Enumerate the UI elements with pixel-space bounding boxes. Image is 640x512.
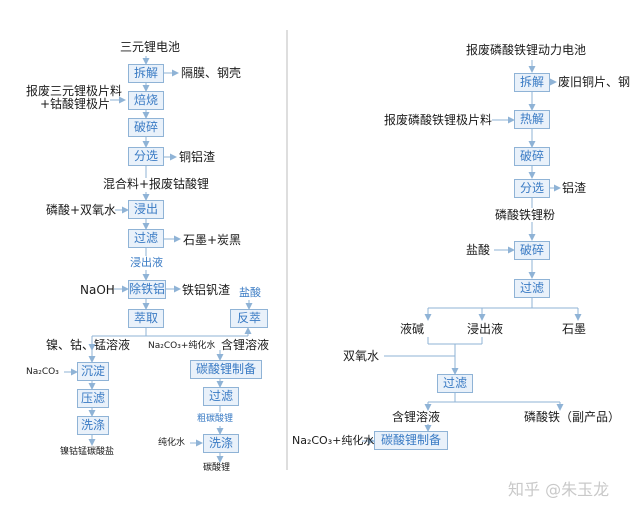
step-dismantle[interactable]: 拆解 bbox=[128, 64, 164, 83]
label-li-solution-left: 含锂溶液 bbox=[221, 338, 270, 352]
label-lfp-powder: 磷酸铁锂粉 bbox=[495, 208, 556, 222]
step-remove-fe-al[interactable]: 除铁铝 bbox=[128, 280, 166, 299]
label-graphite-carbon: 石墨+炭黑 bbox=[183, 233, 242, 247]
step-press-filter[interactable]: 压滤 bbox=[77, 389, 109, 408]
step-filter[interactable]: 过滤 bbox=[128, 229, 164, 248]
step-wash-2[interactable]: 洗涤 bbox=[203, 434, 239, 453]
label-li-solution-right: 含锂溶液 bbox=[392, 410, 441, 424]
step-back-extract[interactable]: 反萃 bbox=[230, 309, 268, 328]
label-waste-cu-steel: 废旧铜片、钢 bbox=[558, 75, 631, 89]
label-leachate: 浸出液 bbox=[130, 256, 163, 269]
step-sort-lfp[interactable]: 分选 bbox=[514, 179, 550, 198]
step-precipitate[interactable]: 沉淀 bbox=[77, 362, 109, 381]
label-cu-al-slag: 铜铝渣 bbox=[179, 150, 216, 164]
step-roast[interactable]: 焙烧 bbox=[128, 91, 164, 110]
step-crush-lfp[interactable]: 破碎 bbox=[514, 147, 550, 166]
label-ni-co-mn-carbonate: 镍钴锰碳酸盐 bbox=[60, 447, 115, 457]
label-naoh: NaOH bbox=[80, 283, 115, 297]
step-crush[interactable]: 破碎 bbox=[128, 118, 164, 137]
label-separator-steel: 隔膜、钢壳 bbox=[181, 66, 242, 80]
step-li2co3-prep[interactable]: 碳酸锂制备 bbox=[190, 360, 262, 379]
label-plus-licoo2: +钴酸锂极片 bbox=[40, 97, 111, 111]
label-na2co3: Na₂CO₃ bbox=[26, 367, 59, 377]
label-h2o2: 双氧水 bbox=[343, 349, 380, 363]
label-fe-al-v-slag: 铁铝钒渣 bbox=[182, 283, 231, 297]
label-graphite: 石墨 bbox=[562, 322, 587, 336]
label-mixture: 混合料+报废钴酸锂 bbox=[103, 177, 210, 191]
step-dismantle-lfp[interactable]: 拆解 bbox=[514, 73, 550, 92]
step-leach[interactable]: 浸出 bbox=[128, 200, 164, 219]
label-na2co3-pure-left: Na₂CO₃+纯化水 bbox=[148, 341, 216, 351]
label-ni-co-mn-solution: 镍、钴、锰溶液 bbox=[46, 338, 131, 352]
label-pure-water: 纯化水 bbox=[158, 438, 186, 448]
watermark: 知乎 @朱玉龙 bbox=[508, 480, 610, 499]
step-filter-lfp-2[interactable]: 过滤 bbox=[437, 374, 473, 393]
label-alkali-liquid: 液碱 bbox=[400, 322, 425, 336]
label-leachate-right: 浸出液 bbox=[467, 322, 504, 336]
label-scrap-lfp: 报废磷酸铁锂极片料 bbox=[384, 113, 493, 127]
step-filter-2[interactable]: 过滤 bbox=[203, 387, 239, 406]
label-al-slag: 铝渣 bbox=[562, 181, 587, 195]
label-hcl-left: 盐酸 bbox=[239, 286, 261, 299]
step-pyrolysis[interactable]: 热解 bbox=[514, 110, 550, 129]
step-li2co3-prep-lfp[interactable]: 碳酸锂制备 bbox=[374, 431, 448, 450]
label-fepo4-byproduct: 磷酸铁（副产品） bbox=[524, 410, 621, 424]
input-ternary-battery: 三元锂电池 bbox=[120, 40, 181, 54]
step-extract[interactable]: 萃取 bbox=[128, 309, 164, 328]
label-crude-li2co3: 粗碳酸锂 bbox=[197, 414, 234, 424]
step-crush-lfp-2[interactable]: 破碎 bbox=[514, 241, 550, 260]
step-sort[interactable]: 分选 bbox=[128, 147, 164, 166]
step-filter-lfp[interactable]: 过滤 bbox=[514, 279, 550, 298]
label-acid-h2o2: 磷酸+双氧水 bbox=[46, 203, 117, 217]
input-lfp-battery: 报废磷酸铁锂动力电池 bbox=[466, 43, 587, 57]
label-li2co3: 碳酸锂 bbox=[203, 463, 231, 473]
step-wash[interactable]: 洗涤 bbox=[77, 416, 109, 435]
label-hcl-right: 盐酸 bbox=[466, 243, 491, 257]
label-scrap-ternary: 报废三元锂极片料 bbox=[26, 84, 123, 98]
label-na2co3-pure-right: Na₂CO₃+纯化水 bbox=[292, 434, 375, 447]
